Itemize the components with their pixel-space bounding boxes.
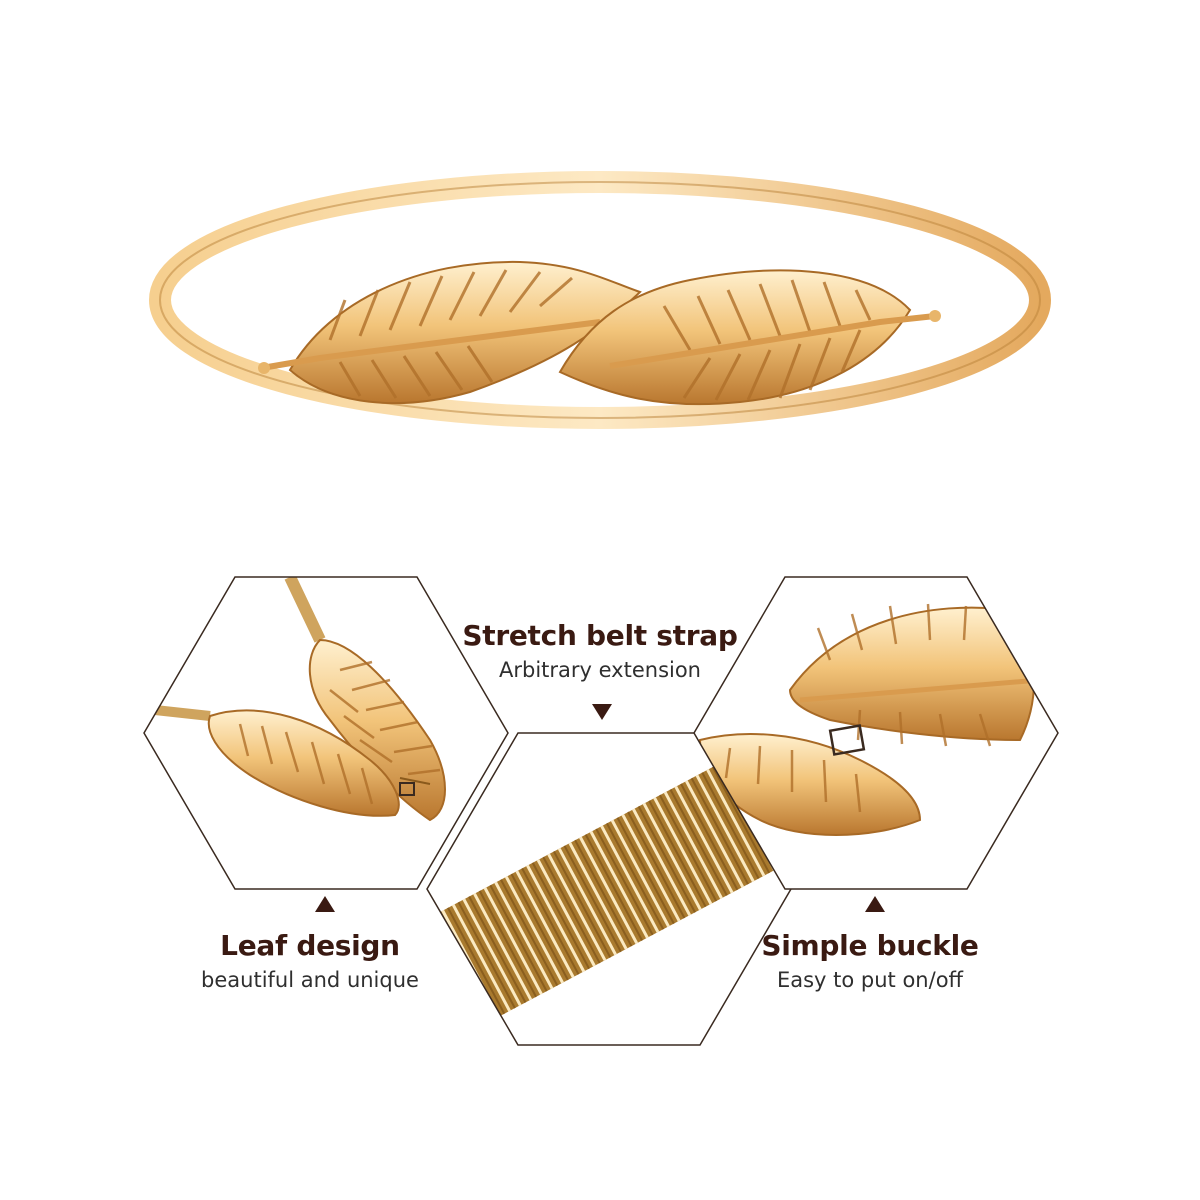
hexagon-simple-buckle <box>693 576 1059 890</box>
right-leaf-buckle <box>558 269 941 406</box>
feature-title: Stretch belt strap <box>462 619 738 652</box>
feature-simple-buckle: Simple buckle Easy to put on/off <box>710 930 1030 994</box>
pointer-down-icon <box>592 704 612 720</box>
feature-subtitle: Easy to put on/off <box>776 968 964 992</box>
left-leaf-buckle <box>258 260 642 404</box>
feature-title: Leaf design <box>220 929 400 962</box>
hexagon-leaf-design <box>143 576 509 890</box>
pointer-up-icon <box>315 896 335 912</box>
feature-subtitle: Arbitrary extension <box>498 658 701 682</box>
feature-leaf-design: Leaf design beautiful and unique <box>150 930 470 994</box>
hexagon-stretch-strap <box>426 732 792 1046</box>
coil-stripes <box>430 757 787 1023</box>
belt-illustration <box>149 171 1051 429</box>
pointer-up-icon <box>865 896 885 912</box>
feature-title: Simple buckle <box>761 929 979 962</box>
feature-subtitle: beautiful and unique <box>201 968 419 992</box>
feature-stretch-strap: Stretch belt strap Arbitrary extension <box>430 620 770 684</box>
